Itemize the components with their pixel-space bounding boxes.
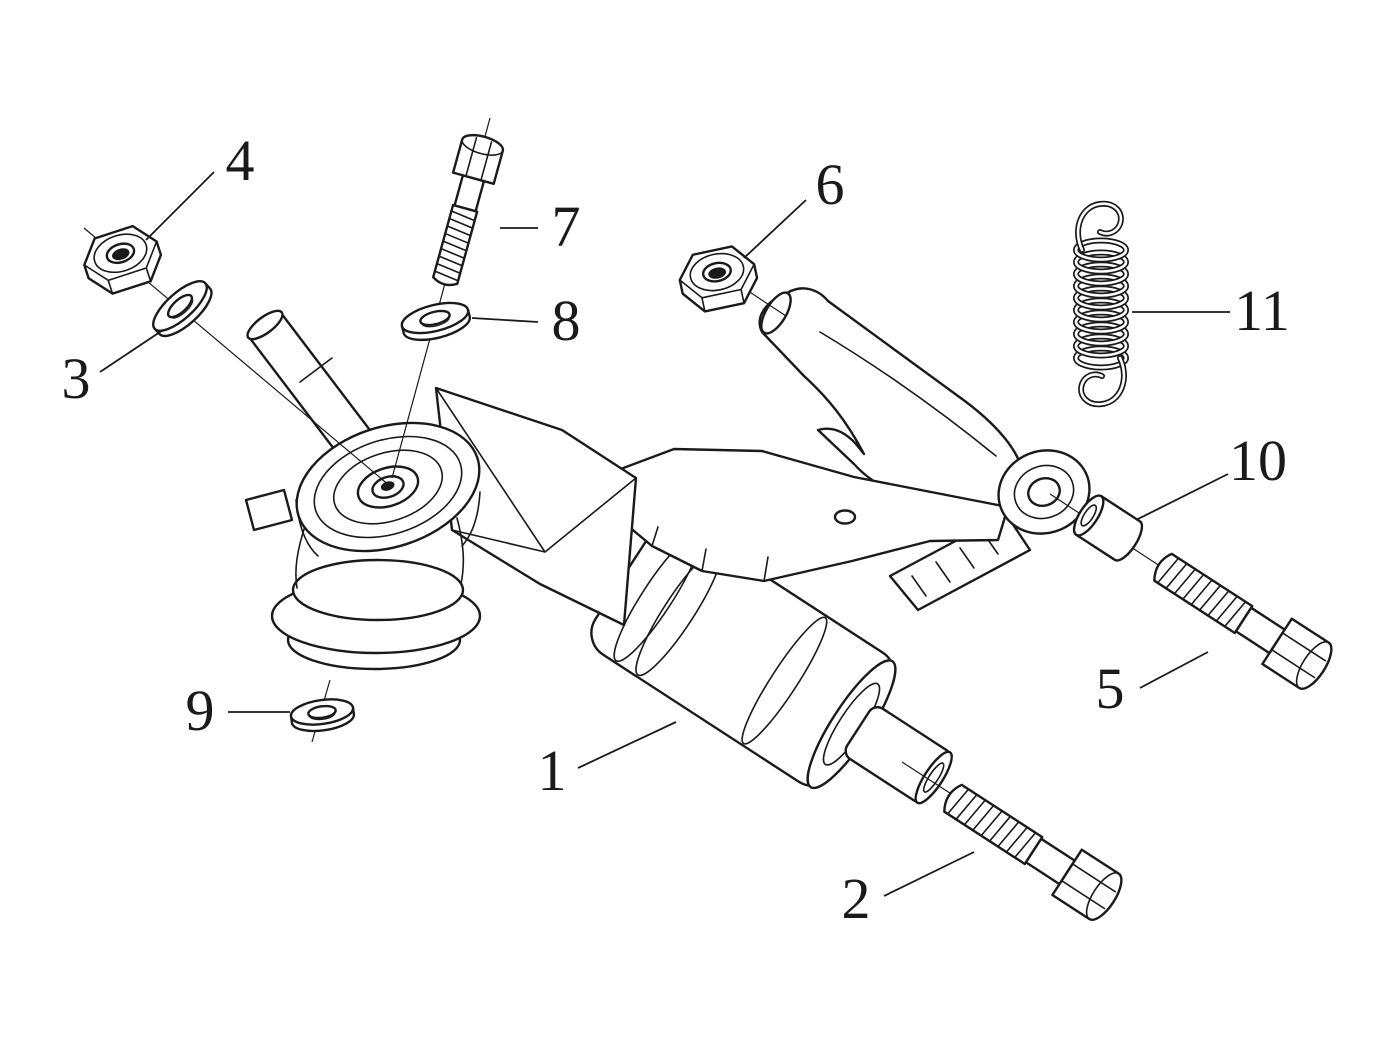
leader-line-4 bbox=[146, 172, 214, 240]
arm-eye-bushing bbox=[987, 438, 1101, 547]
part-7-hex-bolt bbox=[422, 130, 507, 291]
callout-label-tension-spring: 11 bbox=[1234, 278, 1290, 343]
callout-label-hex-bolt-lower: 2 bbox=[842, 866, 871, 931]
callout-label-hex-bolt-right: 5 bbox=[1096, 656, 1125, 721]
callout-label-spacer-bushing: 10 bbox=[1229, 428, 1287, 493]
part-1-swing-arm-body bbox=[243, 288, 1101, 847]
callout-label-swing-arm-assembly: 1 bbox=[538, 738, 567, 803]
part-8-washer bbox=[397, 295, 475, 347]
leader-line-5 bbox=[1140, 652, 1208, 688]
callout-label-hex-bolt-top: 7 bbox=[552, 194, 581, 259]
bell-tab bbox=[246, 490, 292, 530]
leader-line-3 bbox=[100, 330, 163, 372]
callout-label-hex-nut-top: 6 bbox=[816, 152, 845, 217]
part-9-washer bbox=[288, 694, 357, 736]
pivot-bushing-housing bbox=[581, 511, 983, 847]
upper-arm bbox=[756, 288, 1028, 524]
callout-label-washer-bottom: 9 bbox=[186, 678, 215, 743]
part-11-tension-spring bbox=[1076, 204, 1126, 405]
leader-line-6 bbox=[744, 200, 806, 258]
leader-line-1 bbox=[578, 722, 676, 768]
callout-label-washer-top: 8 bbox=[552, 288, 581, 353]
callouts: 1 2 3 4 5 6 7 8 9 10 11 bbox=[62, 128, 1290, 931]
leader-line-8 bbox=[472, 318, 538, 322]
leader-line-10 bbox=[1136, 474, 1228, 520]
callout-label-washer-left: 3 bbox=[62, 346, 91, 411]
leader-line-2 bbox=[884, 852, 974, 896]
side-bracket bbox=[436, 388, 636, 625]
part-2-hex-bolt bbox=[932, 771, 1130, 927]
top-plate bbox=[618, 449, 1008, 581]
engine-mount-bell bbox=[272, 492, 480, 669]
part-10-spacer-bushing bbox=[1069, 491, 1148, 564]
plate-hole bbox=[835, 511, 855, 524]
callout-label-hex-nut-left: 4 bbox=[226, 128, 255, 193]
bearing-mount bbox=[280, 401, 496, 573]
